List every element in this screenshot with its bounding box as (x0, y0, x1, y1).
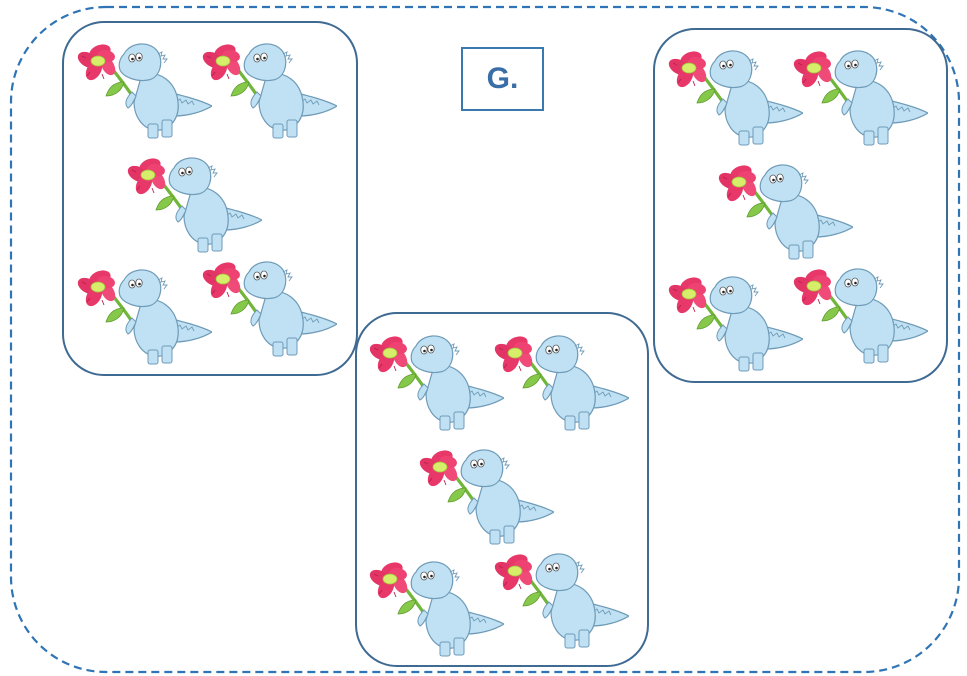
dinosaur-with-flower-icon (198, 258, 337, 358)
dinosaur-with-flower-icon (123, 154, 262, 254)
dinosaur-with-flower-icon (73, 266, 212, 366)
exercise-label: G. (461, 47, 544, 111)
dinosaur-with-flower-icon (664, 47, 803, 147)
dinosaur-with-flower-icon (789, 47, 928, 147)
dinosaur-with-flower-icon (789, 265, 928, 365)
dinosaur-with-flower-icon (714, 161, 853, 261)
dinosaur-with-flower-icon (73, 40, 212, 140)
dinosaur-with-flower-icon (490, 332, 629, 432)
dinosaur-with-flower-icon (198, 40, 337, 140)
dinosaur-with-flower-icon (365, 332, 504, 432)
dinosaur-with-flower-icon (415, 446, 554, 546)
dinosaur-with-flower-icon (365, 558, 504, 658)
dinosaur-with-flower-icon (490, 550, 629, 650)
dinosaur-with-flower-icon (664, 273, 803, 373)
